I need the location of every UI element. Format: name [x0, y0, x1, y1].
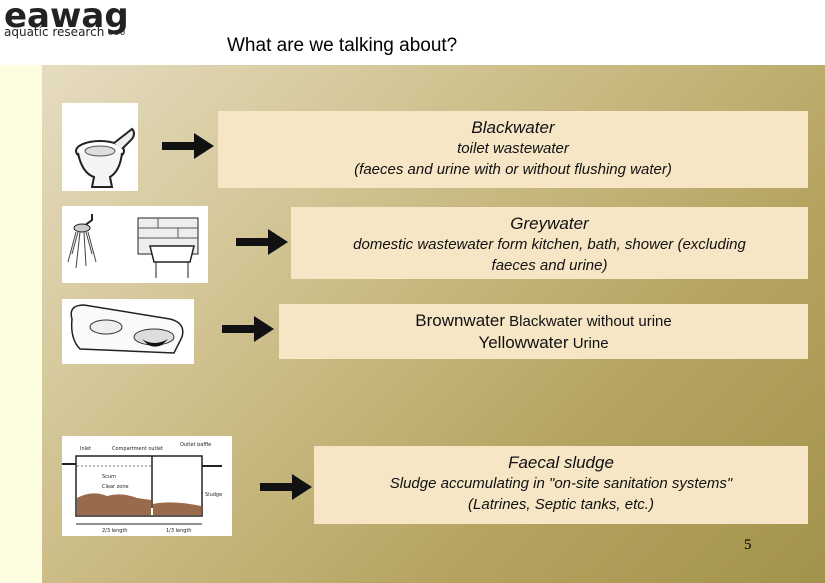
greywater-line-2: faeces and urine): [491, 257, 608, 274]
arrow-right-icon: [236, 229, 288, 255]
shower-sink-illustration: [62, 206, 208, 283]
left-strip: [0, 65, 42, 583]
yellowwater-definition: Urine: [568, 335, 609, 352]
blackwater-line-1: toilet wastewater: [457, 140, 569, 157]
brown-yellow-water-box: Brownwater Blackwater without urine Yell…: [279, 304, 808, 359]
eawag-logo: eawag: [4, 0, 129, 36]
diagram-label-length2: 1/3 length: [166, 528, 192, 534]
logo-dots: ooo: [108, 27, 127, 37]
brownwater-definition: Blackwater without urine: [505, 313, 672, 330]
diagram-label-length1: 2/3 length: [102, 528, 128, 534]
diagram-label-clear: Clear zone: [102, 484, 129, 490]
septic-tank-diagram: Inlet Compartment outlet Outlet baffle S…: [62, 436, 232, 536]
diagram-label-outlet: Outlet baffle: [180, 442, 211, 448]
greywater-heading: Greywater: [510, 214, 589, 233]
greywater-box: Greywater domestic wastewater form kitch…: [291, 207, 808, 279]
brownwater-line: Brownwater Blackwater without urine: [279, 310, 808, 332]
greywater-line-1: domestic wastewater form kitchen, bath, …: [353, 236, 746, 253]
page-number: 5: [744, 537, 752, 553]
diagram-label-compartment: Compartment outlet: [112, 446, 163, 452]
urine-diversion-toilet-illustration: [62, 299, 194, 364]
yellowwater-line: Yellowwater Urine: [279, 332, 808, 354]
blackwater-heading: Blackwater: [471, 118, 555, 137]
diagram-label-scum: Scum: [102, 474, 116, 480]
diagram-label-sludge: Sludge: [205, 492, 222, 498]
blackwater-box: Blackwater toilet wastewater (faeces and…: [218, 111, 808, 188]
arrow-right-icon: [222, 316, 274, 342]
faecal-sludge-box: Faecal sludge Sludge accumulating in "on…: [314, 446, 808, 524]
slide-title: What are we talking about?: [227, 35, 458, 56]
diagram-label-inlet: Inlet: [80, 446, 91, 452]
arrow-right-icon: [162, 133, 214, 159]
brownwater-heading: Brownwater: [415, 311, 505, 330]
arrow-right-icon: [260, 474, 312, 500]
faecal-sludge-line-2: (Latrines, Septic tanks, etc.): [468, 496, 654, 513]
yellowwater-heading: Yellowwater: [478, 333, 569, 352]
faecal-sludge-heading: Faecal sludge: [508, 453, 614, 472]
faecal-sludge-line-1: Sludge accumulating in "on-site sanitati…: [389, 475, 733, 492]
toilet-illustration: [62, 103, 138, 191]
blackwater-line-2: (faeces and urine with or without flushi…: [354, 161, 672, 178]
logo-subtitle: aquatic research: [4, 25, 105, 39]
